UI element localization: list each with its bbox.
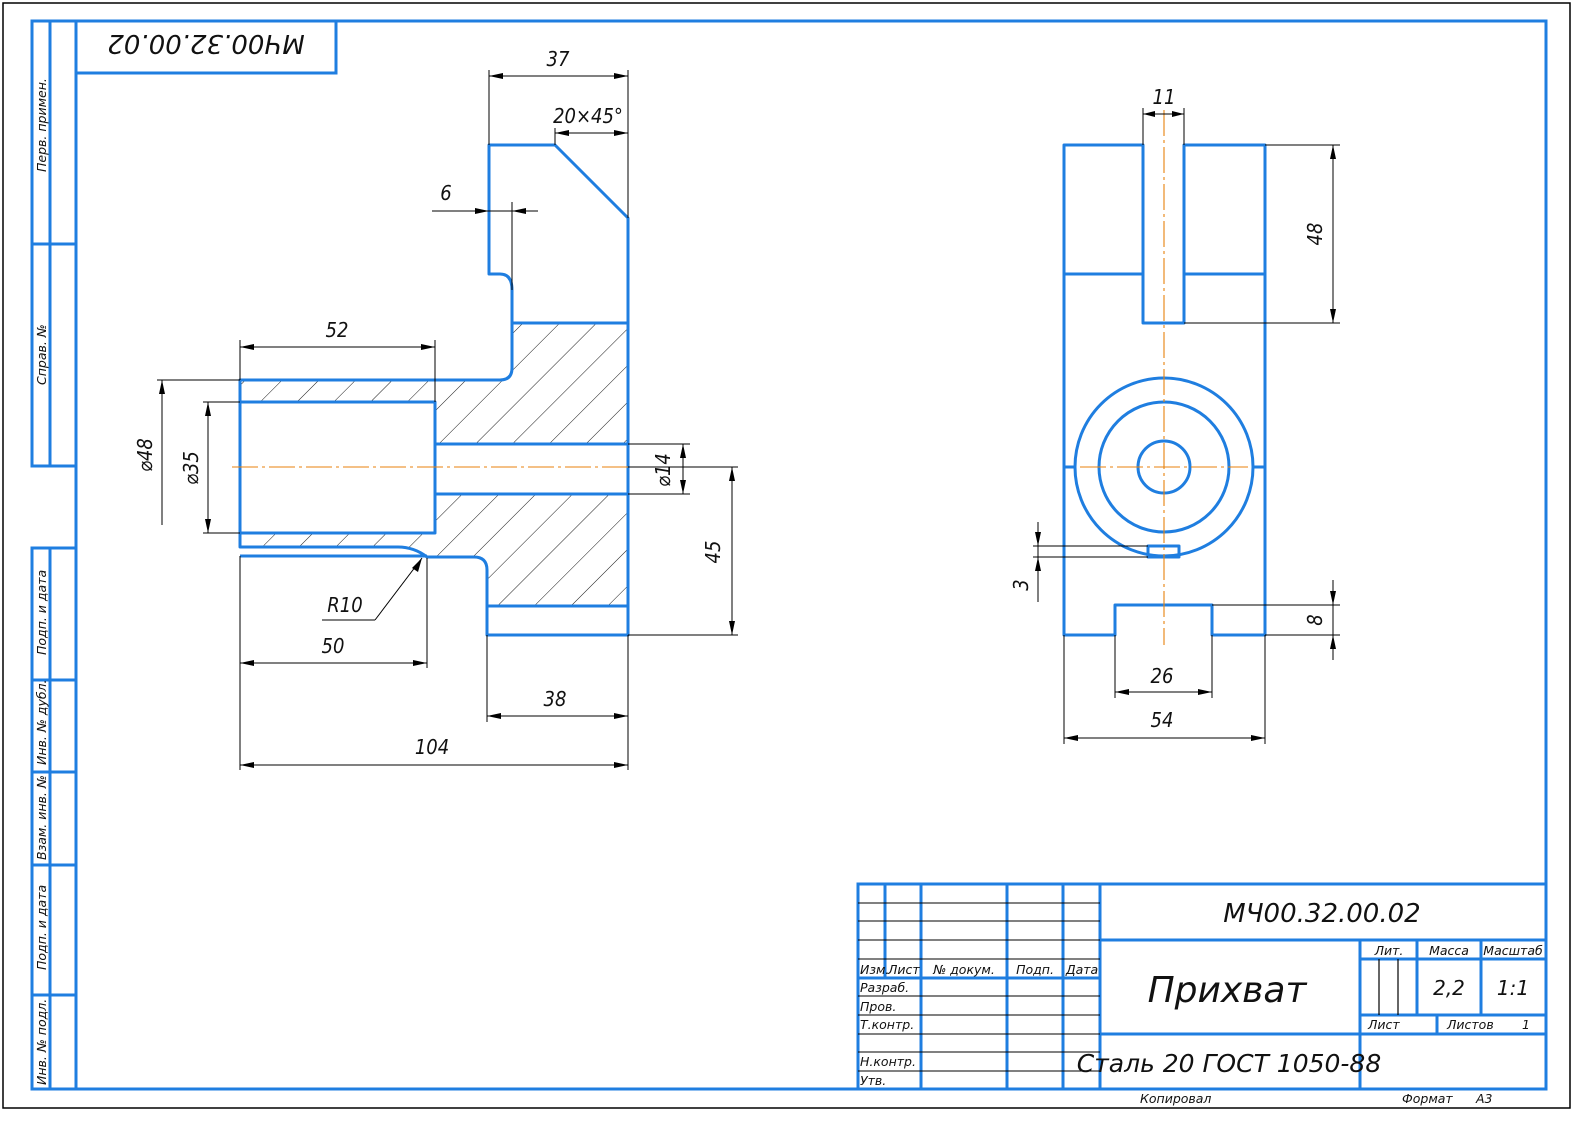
dim-fillet: R10 <box>327 593 362 617</box>
dim-bore-diameter: ⌀35 <box>179 451 203 485</box>
part-outline <box>238 143 630 637</box>
scale-label: Масштаб <box>1483 943 1543 958</box>
side-label-sign-date-1: Подп. и дата <box>34 570 49 655</box>
dim-top-width: 37 <box>547 47 570 71</box>
dim-bottom-slot-depth: 8 <box>1303 614 1327 625</box>
role-checker: Пров. <box>860 999 896 1014</box>
role-developer: Разраб. <box>860 980 909 995</box>
dim-lip-length: 50 <box>322 634 345 658</box>
dim-foot-length: 38 <box>544 687 567 711</box>
sheet-label: Лист <box>1367 1017 1400 1032</box>
side-dimensions: 11 48 3 8 26 54 <box>1009 85 1340 744</box>
dim-key-height: 3 <box>1009 579 1033 590</box>
role-norm-control: Н.контр. <box>860 1054 916 1069</box>
role-approved: Утв. <box>860 1073 886 1088</box>
side-view <box>1062 110 1267 645</box>
side-label-ref-no: Справ. № <box>34 324 49 385</box>
dim-chamfer: 20×45° <box>553 104 623 128</box>
title-designation: МЧ00.32.00.02 <box>1223 899 1420 929</box>
title-block: Изм. Лист № докум. Подп. Дата Разраб. Пр… <box>856 882 1548 1091</box>
title-material: Сталь 20 ГОСТ 1050-88 <box>1077 1049 1382 1078</box>
dim-slot-width: 11 <box>1153 85 1176 109</box>
side-label-inv-orig: Инв. № подл. <box>34 999 49 1085</box>
side-label-replace-inv: Взам. инв. № <box>34 775 49 860</box>
side-label-inv-dup: Инв. № дубл. <box>34 679 49 765</box>
dim-height-45: 45 <box>701 541 725 564</box>
header-sign: Подп. <box>1016 962 1054 977</box>
dim-slot-depth: 48 <box>1303 223 1327 246</box>
dim-step: 6 <box>440 181 451 205</box>
sheets-total: 1 <box>1522 1017 1530 1032</box>
side-stamp: Перв. примен. Справ. № Подп. и дата Инв.… <box>30 19 78 1091</box>
dim-bore-length: 52 <box>326 318 349 342</box>
lit-label: Лит. <box>1374 943 1404 958</box>
sheet-border <box>2 2 1571 1109</box>
format-label: Формат <box>1402 1091 1453 1106</box>
side-label-sign-date-2: Подп. и дата <box>34 885 49 970</box>
dim-overall-length: 104 <box>415 735 449 759</box>
sheets-label: Листов <box>1446 1017 1494 1032</box>
format-value: А3 <box>1475 1091 1493 1106</box>
side-label-first-use: Перв. примен. <box>34 78 49 172</box>
role-tech-control: Т.контр. <box>860 1017 914 1032</box>
dim-hole-diameter: ⌀14 <box>651 453 675 487</box>
header-izm: Изм. <box>860 962 889 977</box>
dim-outer-diameter: ⌀48 <box>133 438 157 472</box>
rotated-designation-box: МЧ00.32.00.02 <box>74 19 338 75</box>
rotated-designation: МЧ00.32.00.02 <box>107 28 304 58</box>
header-doc-no: № докум. <box>932 962 995 977</box>
front-dimensions: 37 20×45° 6 52 ⌀48 ⌀35 ⌀14 <box>133 47 738 770</box>
header-list: Лист <box>887 962 920 977</box>
copied-by-label: Копировал <box>1140 1091 1211 1106</box>
header-date: Дата <box>1065 962 1098 977</box>
title-part-name: Прихват <box>1148 970 1308 1011</box>
mass-label: Масса <box>1429 943 1469 958</box>
dim-bottom-slot-width: 26 <box>1151 664 1174 688</box>
mass-value: 2,2 <box>1433 976 1465 1000</box>
scale-value: 1:1 <box>1497 976 1529 1000</box>
dim-overall-width: 54 <box>1151 708 1174 732</box>
